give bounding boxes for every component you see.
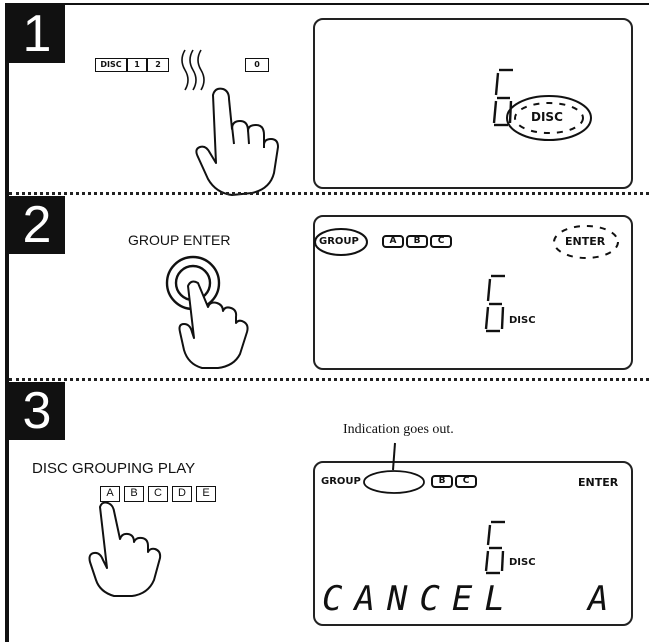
group-b-indicator: B: [431, 475, 453, 488]
step-3-enter-label: ENTER: [578, 476, 618, 489]
step-3-group-label: GROUP: [321, 476, 361, 487]
group-c-indicator: C: [455, 475, 477, 488]
cancel-message: CANCEL: [322, 579, 517, 619]
step-3-disc-label: DISC: [509, 557, 536, 568]
cancel-group-letter: A: [588, 579, 608, 619]
